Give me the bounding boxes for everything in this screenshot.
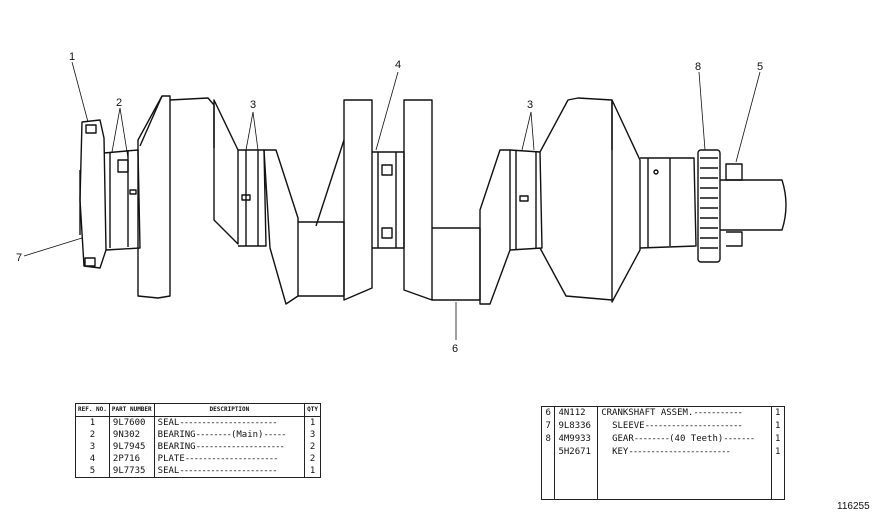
part-number: 9L7945 bbox=[108, 441, 155, 453]
table-row: 3 9L7945 BEARING-------------------- 2 bbox=[75, 441, 321, 453]
description: SLEEVE---------------------- bbox=[597, 420, 772, 433]
table-row: 6 4N112 CRANKSHAFT ASSEM.----------- 1 bbox=[540, 406, 786, 421]
quantity: 1 bbox=[304, 416, 321, 429]
rear-stub-shaft bbox=[720, 163, 787, 247]
table-row: 7 9L8336 SLEEVE---------------------- 1 bbox=[540, 420, 786, 433]
center-main-journal bbox=[372, 151, 405, 249]
quantity: 1 bbox=[770, 433, 786, 446]
part-number: 4N112 bbox=[554, 406, 599, 421]
rear-main-journal bbox=[639, 157, 697, 249]
fourth-crank-web bbox=[539, 97, 641, 303]
description: PLATE--------------------- bbox=[153, 453, 306, 465]
parts-table-right: 6 4N112 CRANKSHAFT ASSEM.----------- 1 7… bbox=[540, 406, 786, 500]
ref-no: 6 bbox=[540, 406, 556, 421]
table-row: 1 9L7600 SEAL---------------------- 1 bbox=[75, 416, 321, 429]
table-row: 8 4M9933 GEAR--------(40 Teeth)------- 1 bbox=[540, 433, 786, 446]
part-number: 9L8336 bbox=[554, 420, 599, 433]
description: KEY----------------------- bbox=[597, 445, 772, 459]
third-crank-web bbox=[403, 99, 511, 305]
part-number: 2P716 bbox=[108, 453, 155, 465]
table-row: 4 2P716 PLATE--------------------- 2 bbox=[75, 453, 321, 465]
front-main-journal bbox=[103, 149, 141, 251]
ref-no: 4 bbox=[75, 453, 110, 465]
quantity: 2 bbox=[304, 453, 321, 465]
callout-4: 4 bbox=[395, 59, 401, 71]
callout-8: 8 bbox=[695, 61, 701, 73]
description: SEAL---------------------- bbox=[153, 416, 306, 429]
first-crank-web bbox=[137, 95, 215, 299]
table-row: 5 9L7735 SEAL---------------------- 1 bbox=[75, 465, 321, 478]
table-row-empty bbox=[540, 459, 786, 500]
part-number: 9L7600 bbox=[108, 416, 155, 429]
second-crank-web bbox=[263, 99, 373, 305]
ref-no: 5 bbox=[75, 465, 110, 478]
first-crankpin bbox=[213, 99, 267, 247]
quantity: 2 bbox=[304, 441, 321, 453]
ref-no: 3 bbox=[75, 441, 110, 453]
quantity: 1 bbox=[770, 420, 786, 433]
description: CRANKSHAFT ASSEM.----------- bbox=[597, 406, 772, 421]
callout-7: 7 bbox=[16, 252, 22, 264]
callout-1: 1 bbox=[69, 51, 75, 63]
ref-no: 7 bbox=[540, 420, 556, 433]
table-row: 5H2671 KEY----------------------- 1 bbox=[540, 445, 786, 459]
header-part-number: PART NUMBER bbox=[108, 403, 155, 417]
part-number: 9N302 bbox=[108, 429, 155, 441]
header-qty: QTY bbox=[304, 403, 321, 417]
callout-5: 5 bbox=[757, 61, 763, 73]
ref-no: 1 bbox=[75, 416, 110, 429]
second-crankpin bbox=[509, 149, 543, 251]
ref-no bbox=[540, 445, 556, 459]
callout-6: 6 bbox=[452, 343, 458, 355]
quantity: 3 bbox=[304, 429, 321, 441]
callout-3-rear: 3 bbox=[527, 99, 533, 111]
callout-3-front: 3 bbox=[250, 99, 256, 111]
description: SEAL---------------------- bbox=[153, 465, 306, 478]
crankshaft-exploded-view: 1 2 3 4 3 8 5 7 6 bbox=[16, 51, 787, 355]
quantity: 1 bbox=[770, 445, 786, 459]
part-number: 4M9933 bbox=[554, 433, 599, 446]
quantity: 1 bbox=[304, 465, 321, 478]
header-description: DESCRIPTION bbox=[153, 403, 306, 417]
table-row: 2 9N302 BEARING--------(Main)----- 3 bbox=[75, 429, 321, 441]
description: BEARING--------(Main)----- bbox=[153, 429, 306, 441]
parts-table-left: REF. NO. PART NUMBER DESCRIPTION QTY 1 9… bbox=[75, 403, 321, 478]
part-number: 5H2671 bbox=[554, 445, 599, 459]
description: GEAR--------(40 Teeth)------- bbox=[597, 433, 772, 446]
quantity: 1 bbox=[770, 406, 786, 421]
header-ref-no: REF. NO. bbox=[75, 403, 110, 417]
description: BEARING-------------------- bbox=[153, 441, 306, 453]
callout-2: 2 bbox=[116, 97, 122, 109]
timing-gear bbox=[697, 149, 721, 263]
ref-no: 2 bbox=[75, 429, 110, 441]
part-number: 9L7735 bbox=[108, 465, 155, 478]
front-seal-part bbox=[79, 119, 107, 269]
figure-number: 116255 bbox=[837, 501, 870, 512]
ref-no: 8 bbox=[540, 433, 556, 446]
